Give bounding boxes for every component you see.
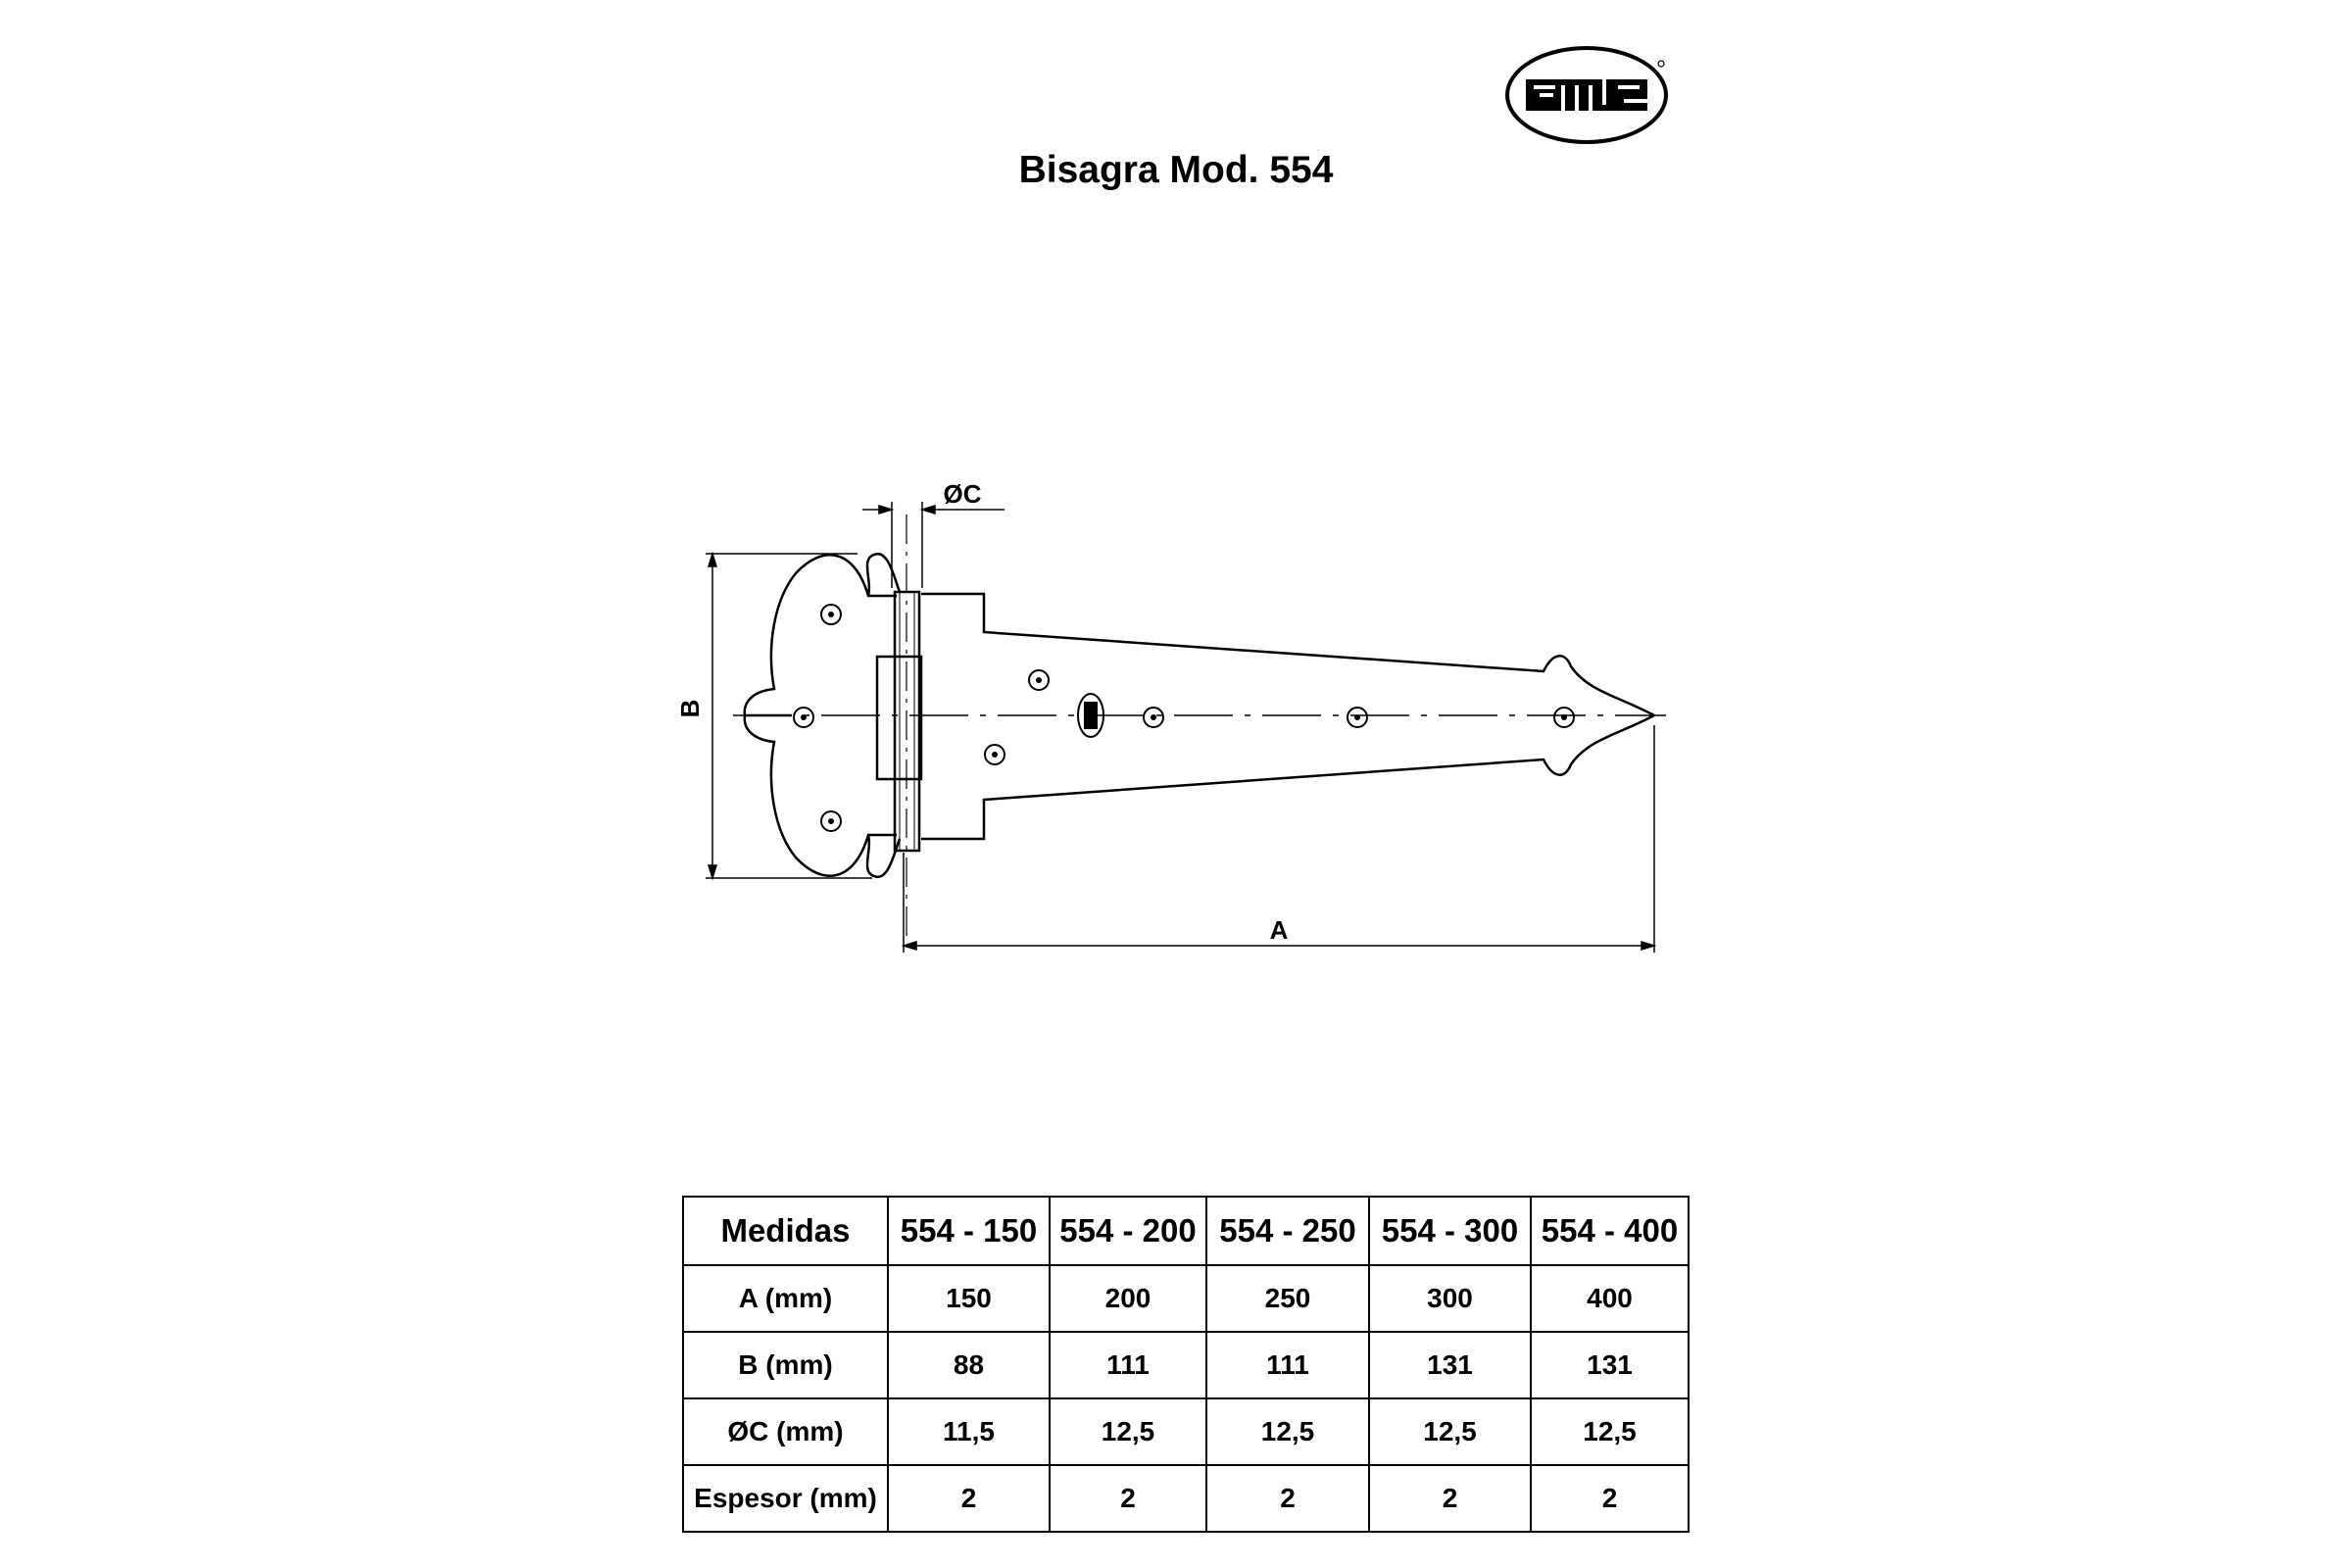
dimension-label-height: B	[675, 700, 705, 718]
row-label: ØC (mm)	[682, 1397, 889, 1466]
table-cell: 400	[1530, 1264, 1690, 1333]
screw-hole	[820, 810, 842, 832]
row-label: B (mm)	[682, 1331, 889, 1399]
dimension-label-diameter: ØC	[944, 479, 982, 509]
dimension-height	[706, 551, 872, 881]
screw-hole	[820, 604, 842, 625]
row-label: A (mm)	[682, 1264, 889, 1333]
table-cell: 2	[1205, 1464, 1370, 1533]
dimension-diameter	[862, 502, 1004, 588]
hinge-outline	[743, 553, 1655, 878]
screw-hole	[984, 744, 1005, 765]
screw-holes	[793, 604, 1575, 832]
header-medidas: Medidas	[682, 1196, 889, 1266]
page-title: Bisagra Mod. 554	[1018, 149, 1334, 191]
header-model: 554 - 150	[887, 1196, 1051, 1266]
amig-logo	[1505, 46, 1668, 144]
table-cell: 12,5	[1049, 1397, 1207, 1466]
dimension-label-length: A	[1270, 915, 1289, 945]
screw-hole	[1347, 707, 1368, 728]
table-cell: 88	[887, 1331, 1051, 1399]
screw-hole	[1028, 669, 1050, 691]
table-cell: 150	[887, 1264, 1051, 1333]
table-row: Espesor (mm) 2 2 2 2 2	[682, 1464, 1690, 1533]
screw-hole	[793, 707, 814, 728]
table-cell: 12,5	[1530, 1397, 1690, 1466]
table-cell: 2	[887, 1464, 1051, 1533]
stamped-logo-icon	[1077, 693, 1104, 738]
header-model: 554 - 400	[1530, 1196, 1690, 1266]
table-cell: 300	[1368, 1264, 1532, 1333]
table-row: B (mm) 88 111 111 131 131	[682, 1331, 1690, 1399]
table-cell: 111	[1205, 1331, 1370, 1399]
table-row: ØC (mm) 11,5 12,5 12,5 12,5 12,5	[682, 1397, 1690, 1466]
table-cell: 2	[1049, 1464, 1207, 1533]
row-label: Espesor (mm)	[682, 1464, 889, 1533]
table-cell: 131	[1368, 1331, 1532, 1399]
header-model: 554 - 250	[1205, 1196, 1370, 1266]
table-cell: 2	[1368, 1464, 1532, 1533]
table-cell: 250	[1205, 1264, 1370, 1333]
screw-hole	[1553, 707, 1575, 728]
table-cell: 11,5	[887, 1397, 1051, 1466]
table-cell: 12,5	[1368, 1397, 1532, 1466]
table-cell: 200	[1049, 1264, 1207, 1333]
dimensions-table: Medidas 554 - 150 554 - 200 554 - 250 55…	[682, 1196, 1690, 1533]
dimension-length	[901, 725, 1657, 953]
header-model: 554 - 300	[1368, 1196, 1532, 1266]
header-model: 554 - 200	[1049, 1196, 1207, 1266]
table-cell: 111	[1049, 1331, 1207, 1399]
screw-hole	[1143, 707, 1164, 728]
table-cell: 131	[1530, 1331, 1690, 1399]
table-cell: 12,5	[1205, 1397, 1370, 1466]
table-row: A (mm) 150 200 250 300 400	[682, 1264, 1690, 1333]
table-header-row: Medidas 554 - 150 554 - 200 554 - 250 55…	[682, 1196, 1690, 1266]
table-cell: 2	[1530, 1464, 1690, 1533]
